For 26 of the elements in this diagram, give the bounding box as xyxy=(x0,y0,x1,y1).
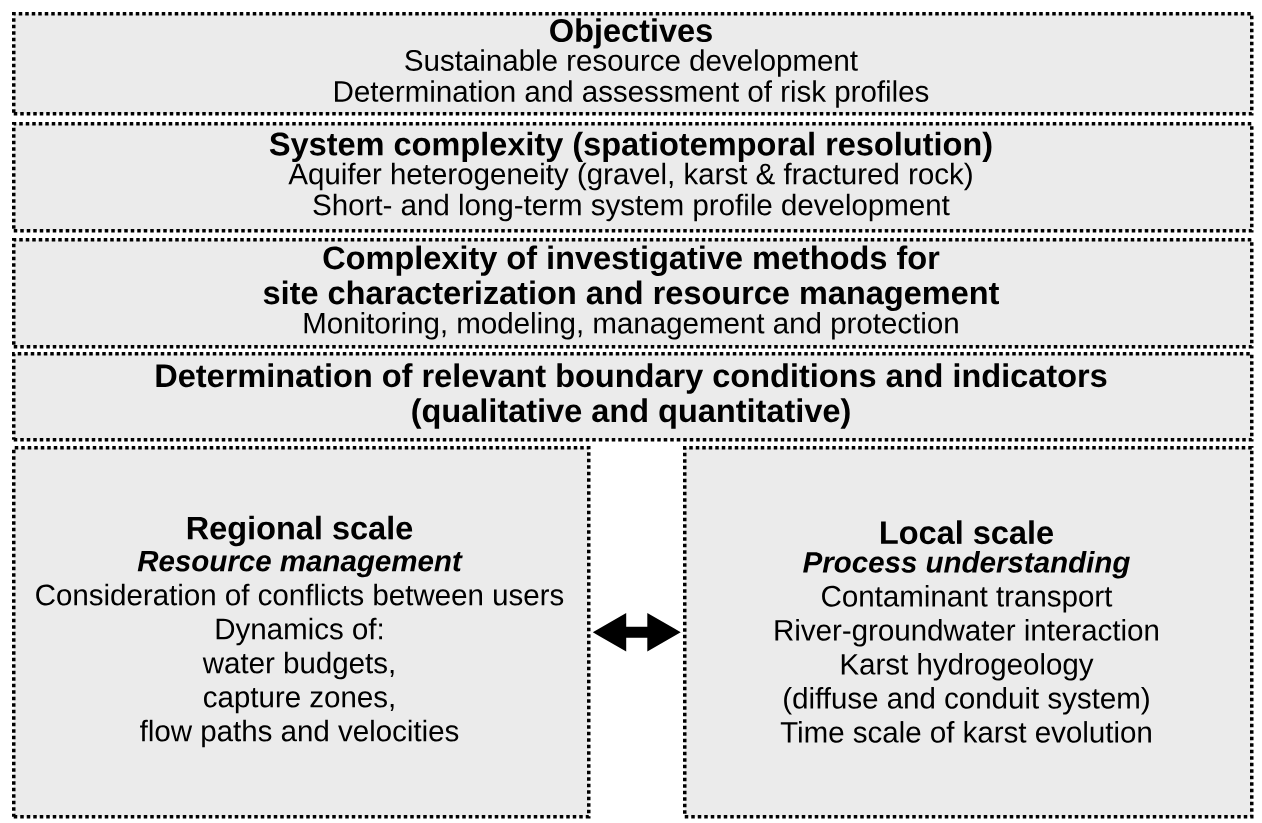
node-label: Process understanding xyxy=(803,551,1130,579)
text-box xyxy=(12,122,1254,233)
node-label: Consideration of conflicts between users xyxy=(36,583,564,606)
text-box xyxy=(12,12,1254,116)
node-label: capture zones, xyxy=(204,688,394,714)
node-label: River-groundwater interaction xyxy=(775,619,1158,647)
box-text: Determination of relevant boundary conditions and indicators (qualitative and quantitative) xyxy=(156,363,1107,429)
node-label: (diffuse and conduit system) xyxy=(784,687,1149,715)
node-label: Time scale of karst evolution xyxy=(780,721,1151,743)
text-box xyxy=(683,446,1254,819)
text-box xyxy=(12,352,1254,442)
box-text: Regional scale Resource management Consideration of conflicts between users Dynamics of: water budgets, capture zones, flow paths and velocities xyxy=(36,515,564,748)
box-text: Objectives Sustainable resource development Determination and assessment of risk profiles xyxy=(335,18,929,108)
text-box xyxy=(12,446,591,819)
node-label: Local scale xyxy=(881,520,1053,545)
node-label: water budgets, xyxy=(202,651,394,680)
box-text: Complexity of investigative methods for site characterization and resource management Monitoring, modeling, management and protection xyxy=(263,245,999,340)
node-label: Regional scale xyxy=(187,515,413,547)
node-label: Resource management xyxy=(137,550,463,578)
box-text: System complexity (spatiotemporal resolution) Aquifer heterogeneity (gravel, karst & fractured rock) Short- and long-term system profile development xyxy=(269,131,992,222)
box-text: Local scale Process understanding Contaminant transport River-groundwater interaction Karst hydrogeology (diffuse and conduit system) Time scale of karst evolution xyxy=(775,520,1158,743)
node-label: Dynamics of: xyxy=(216,617,383,646)
node-label: Contaminant transport xyxy=(822,585,1113,613)
node-label: flow paths and velocities xyxy=(140,719,459,748)
text-box xyxy=(12,238,1254,349)
node-label: Karst hydrogeology xyxy=(841,653,1094,681)
